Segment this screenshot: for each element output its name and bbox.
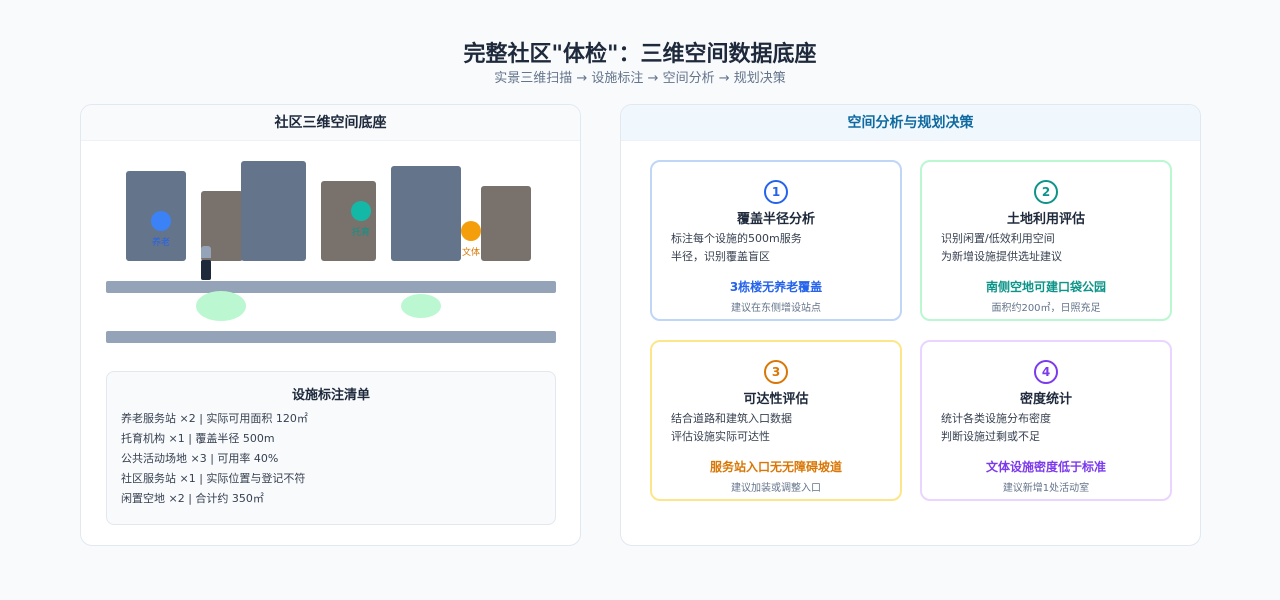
- building: [241, 161, 306, 261]
- page-subtitle: 实景三维扫描 → 设施标注 → 空间分析 → 规划决策: [494, 71, 786, 86]
- analysis-panel: 空间分析与规划决策 1 覆盖半径分析 标注每个设施的500m服务 半径，识别覆盖…: [620, 104, 1201, 546]
- density-card: 4 密度统计 统计各类设施分布密度 判断设施过剩或不足 文体设施密度低于标准 建…: [920, 340, 1172, 501]
- card-note: 面积约200㎡，日照充足: [991, 303, 1101, 314]
- card-number-badge: 4: [1034, 360, 1058, 384]
- card-highlight: 文体设施密度低于标准: [985, 460, 1106, 474]
- building: [321, 181, 376, 261]
- card-description: 统计各类设施分布密度 判断设施过剩或不足: [941, 410, 1051, 446]
- land-use-card: 2 土地利用评估 识别闲置/低效利用空间 为新增设施提供选址建议 南侧空地可建口…: [920, 160, 1172, 321]
- page-title: 完整社区"体检"：三维空间数据底座: [463, 42, 817, 67]
- card-title: 密度统计: [1019, 392, 1072, 407]
- elderly-marker-label: 养老: [151, 238, 170, 248]
- road: [106, 281, 556, 293]
- card-number-badge: 3: [764, 360, 788, 384]
- childcare-marker-dot: [351, 201, 371, 221]
- green-space: [196, 291, 246, 321]
- card-title: 覆盖半径分析: [736, 212, 815, 227]
- left-panel-title: 社区三维空间底座: [81, 105, 580, 141]
- list-item: 社区服务站 ×1 | 实际位置与登记不符: [121, 472, 306, 485]
- person-figure: [201, 260, 211, 280]
- community-3d-panel: 社区三维空间底座 养老 托育 文体 设施标注清单 养老服务站 ×2 | 实际可用…: [80, 104, 581, 546]
- person-figure-head: [201, 246, 211, 258]
- accessibility-card: 3 可达性评估 结合道路和建筑入口数据 评估设施实际可达性 服务站入口无无障碍坡…: [650, 340, 902, 501]
- card-highlight: 3栋楼无养老覆盖: [729, 280, 823, 294]
- list-item: 托育机构 ×1 | 覆盖半径 500m: [121, 432, 275, 445]
- elderly-marker-dot: [151, 211, 171, 231]
- childcare-marker-label: 托育: [351, 228, 370, 238]
- facility-list: 设施标注清单 养老服务站 ×2 | 实际可用面积 120㎡ 托育机构 ×1 | …: [106, 371, 556, 525]
- card-note: 建议加装或调整入口: [731, 483, 821, 494]
- card-description-line: 标注每个设施的500m服务: [671, 232, 802, 245]
- card-description-line: 判断设施过剩或不足: [941, 430, 1040, 443]
- card-note: 建议在东侧增设站点: [731, 303, 821, 314]
- card-description: 识别闲置/低效利用空间 为新增设施提供选址建议: [941, 230, 1062, 266]
- green-space: [401, 294, 441, 318]
- card-description-line: 统计各类设施分布密度: [941, 412, 1051, 425]
- right-panel-title: 空间分析与规划决策: [621, 105, 1200, 141]
- list-item: 养老服务站 ×2 | 实际可用面积 120㎡: [121, 412, 308, 425]
- coverage-analysis-card: 1 覆盖半径分析 标注每个设施的500m服务 半径，识别覆盖盲区 3栋楼无养老覆…: [650, 160, 902, 321]
- community-3d-scene: 养老 托育 文体: [81, 105, 580, 365]
- card-description: 结合道路和建筑入口数据 评估设施实际可达性: [671, 410, 792, 446]
- card-title: 土地利用评估: [1006, 212, 1085, 227]
- card-number-badge: 2: [1034, 180, 1058, 204]
- card-description-line: 结合道路和建筑入口数据: [671, 412, 792, 425]
- card-title: 可达性评估: [743, 392, 809, 407]
- card-description: 标注每个设施的500m服务 半径，识别覆盖盲区: [671, 230, 802, 266]
- facility-list-title: 设施标注清单: [291, 388, 370, 403]
- card-number-badge: 1: [764, 180, 788, 204]
- list-item: 公共活动场地 ×3 | 可用率 40%: [121, 452, 279, 465]
- card-description-line: 评估设施实际可达性: [671, 430, 770, 443]
- card-description-line: 半径，识别覆盖盲区: [671, 250, 770, 263]
- building: [391, 166, 461, 261]
- culture-marker-dot: [461, 221, 481, 241]
- road: [106, 331, 556, 343]
- culture-marker-label: 文体: [461, 248, 480, 258]
- card-highlight: 南侧空地可建口袋公园: [985, 280, 1106, 294]
- card-highlight: 服务站入口无无障碍坡道: [709, 460, 842, 474]
- list-item: 闲置空地 ×2 | 合计约 350㎡: [121, 492, 264, 505]
- card-description-line: 识别闲置/低效利用空间: [941, 232, 1055, 245]
- card-description-line: 为新增设施提供选址建议: [941, 250, 1062, 263]
- card-note: 建议新增1处活动室: [1002, 483, 1090, 494]
- building: [481, 186, 531, 261]
